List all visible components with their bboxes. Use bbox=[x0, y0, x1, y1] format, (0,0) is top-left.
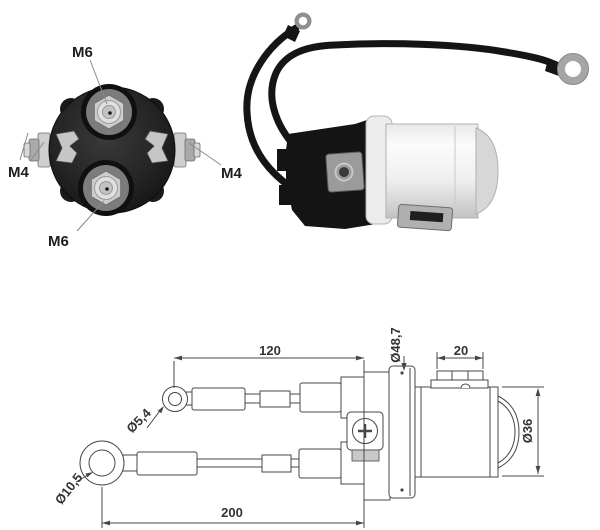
ring-terminal-large bbox=[545, 53, 589, 85]
label-m4-right: M4 bbox=[221, 165, 242, 182]
drawing-body bbox=[346, 365, 520, 501]
dim-small-ring: Ø5,4 bbox=[123, 405, 164, 436]
dim-large-ring-label: Ø10,5 bbox=[52, 470, 86, 507]
cable-left bbox=[243, 24, 300, 191]
label-m4-left: M4 bbox=[8, 164, 29, 181]
dim-large-ring: Ø10,5 bbox=[52, 470, 93, 507]
dim-flange-label: Ø48,7 bbox=[388, 327, 403, 362]
label-m6-bottom: M6 bbox=[48, 233, 69, 250]
terminal-m6-bottom bbox=[78, 160, 134, 216]
ring-terminal-small bbox=[283, 12, 312, 42]
label-m6-top: M6 bbox=[72, 44, 93, 61]
leader-m4-left-b bbox=[30, 141, 45, 161]
cable-right bbox=[268, 40, 562, 146]
stud-m4-left bbox=[23, 132, 51, 168]
drawing-dome bbox=[497, 395, 520, 469]
cap-step-b bbox=[279, 185, 291, 205]
mounting-bracket bbox=[397, 203, 454, 232]
leader-m4-right bbox=[188, 142, 222, 166]
body-dome bbox=[475, 127, 499, 215]
drawing-flange bbox=[388, 365, 416, 499]
photo-view bbox=[243, 12, 589, 232]
dim-20-label: 20 bbox=[454, 343, 468, 358]
square-terminal bbox=[325, 151, 365, 193]
dim-200: 200 bbox=[101, 487, 364, 528]
stud-m4-right bbox=[173, 132, 201, 168]
leader-m4-left-a bbox=[19, 132, 29, 161]
dim-small-ring-label: Ø5,4 bbox=[123, 405, 154, 436]
dim-body: Ø36 bbox=[502, 386, 544, 477]
clip-right bbox=[144, 130, 169, 164]
drawing-top-connector bbox=[436, 370, 484, 381]
terminal-m6-top bbox=[81, 84, 137, 140]
dim-body-label: Ø36 bbox=[520, 419, 535, 444]
dim-120: 120 bbox=[173, 343, 365, 528]
leader-m6-bottom bbox=[76, 200, 105, 232]
solenoid-body-photo bbox=[385, 123, 479, 219]
dim-120-label: 120 bbox=[259, 343, 281, 358]
drawing-cable-lower bbox=[79, 440, 365, 486]
clip-left bbox=[55, 130, 80, 164]
cap-step-a bbox=[277, 149, 291, 171]
leader-m6-top bbox=[89, 59, 108, 105]
dim-200-label: 200 bbox=[221, 505, 243, 520]
dimension-drawing: 120 200 20 Ø48,7 bbox=[52, 327, 544, 528]
drawing-cable-upper bbox=[162, 376, 365, 419]
dim-20: 20 bbox=[436, 343, 484, 369]
front-view: M6 M4 M4 M6 bbox=[8, 44, 242, 250]
dim-flange: Ø48,7 bbox=[388, 327, 407, 371]
drawing-cylinder bbox=[414, 386, 499, 478]
